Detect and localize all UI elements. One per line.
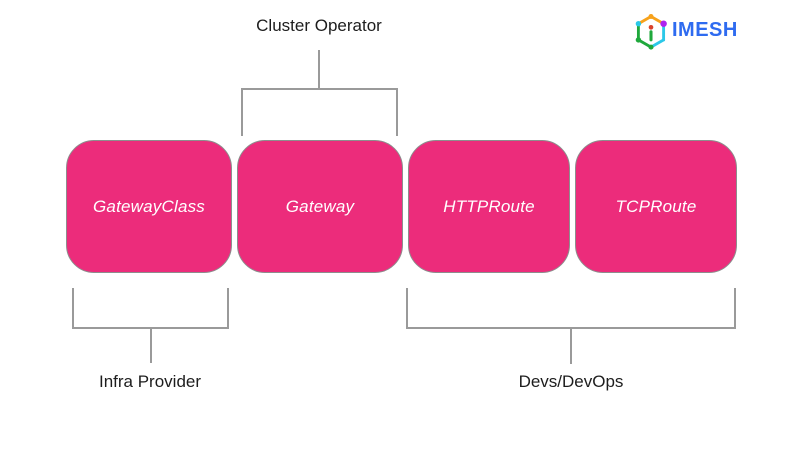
imesh-logo: IMESH (633, 10, 738, 50)
imesh-cube-icon (633, 10, 669, 50)
box-gatewayclass: GatewayClass (66, 140, 232, 273)
imesh-logo-text: IMESH (672, 19, 738, 41)
top-bracket-horizontal-line (241, 88, 398, 90)
devs-devops-label: Devs/DevOps (518, 372, 624, 391)
box-httproute-label: HTTPRoute (443, 196, 535, 216)
box-gatewayclass-label: GatewayClass (93, 196, 205, 216)
box-gateway-label: Gateway (285, 196, 355, 216)
cluster-operator-label: Cluster Operator (256, 16, 382, 35)
infra-bracket-left-line (72, 288, 74, 327)
infra-provider-label: Infra Provider (98, 372, 202, 391)
box-httproute: HTTPRoute (408, 140, 570, 273)
box-gateway: Gateway (237, 140, 403, 273)
box-tcproute-label: TCPRoute (615, 196, 697, 216)
top-bracket-left-drop-line (241, 88, 243, 136)
top-bracket-stem-line (318, 50, 320, 88)
devops-bracket-right-line (734, 288, 736, 327)
box-tcproute: TCPRoute (575, 140, 737, 273)
infra-bracket-stem-line (150, 327, 152, 363)
devops-bracket-left-line (406, 288, 408, 327)
top-bracket-right-drop-line (396, 88, 398, 136)
infra-bracket-right-line (227, 288, 229, 327)
devops-bracket-stem-line (570, 327, 572, 364)
